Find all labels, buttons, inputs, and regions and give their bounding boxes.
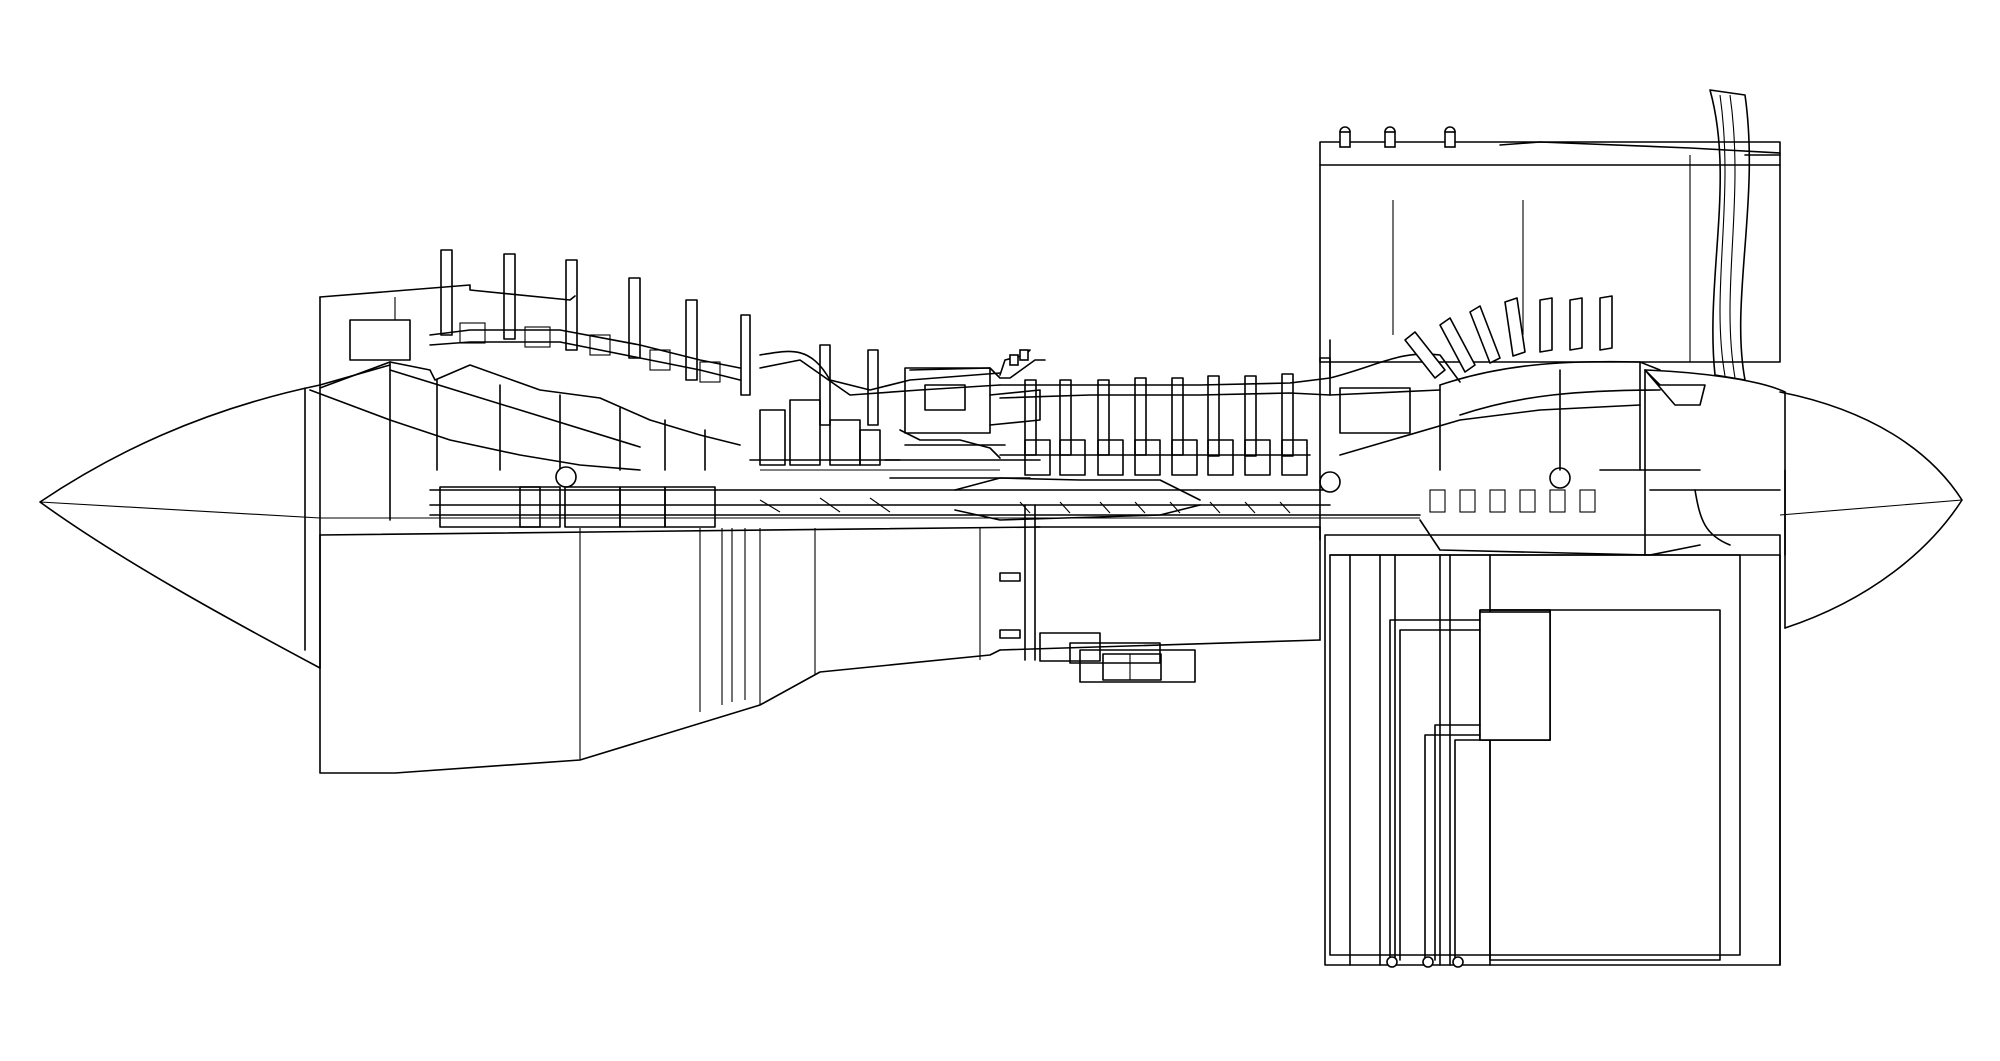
inlet-plenum-lower	[319, 526, 1041, 774]
inlet-casing-upper	[319, 284, 576, 386]
hp-compressor	[749, 344, 1001, 513]
main-shaft	[320, 466, 1571, 528]
turbine-stages	[999, 373, 1331, 514]
exhaust-diffuser-cone	[1644, 369, 1963, 629]
center-plenum	[999, 526, 1321, 651]
generator-enclosure	[1324, 534, 1781, 966]
lp-compressor	[309, 361, 741, 521]
combustor	[884, 349, 1201, 521]
exhaust-stack	[1319, 126, 1781, 363]
enclosure-piping	[1386, 619, 1481, 968]
exhaust-vane	[1709, 89, 1781, 381]
lp-top-pipes	[429, 249, 751, 396]
casing-transition	[1319, 357, 1786, 556]
accessory-gearbox	[999, 504, 1196, 683]
power-turbine	[1329, 295, 1781, 556]
inlet-nose-cone	[39, 384, 321, 669]
